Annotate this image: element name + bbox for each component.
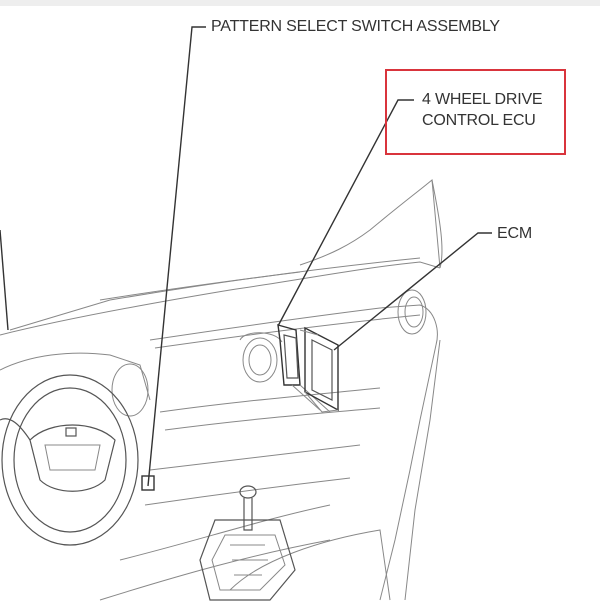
four-wheel-drive-label-line1: 4 WHEEL DRIVE — [422, 91, 543, 108]
shift-lever — [199, 485, 296, 601]
leader-lines — [0, 26, 492, 487]
steering-wheel — [0, 374, 139, 546]
ecm-label: ECM — [497, 225, 532, 242]
pattern-select-switch-part — [141, 475, 155, 491]
four-wheel-drive-ecu-part — [277, 324, 331, 413]
four-wheel-drive-highlight-box — [385, 69, 566, 155]
pattern-select-switch-label: PATTERN SELECT SWITCH ASSEMBLY — [211, 18, 500, 35]
center-vent — [239, 332, 283, 383]
instrument-hood — [0, 352, 151, 417]
right-vent — [397, 289, 427, 335]
dashboard-outline — [0, 179, 443, 601]
four-wheel-drive-label-line2: CONTROL ECU — [422, 112, 536, 129]
top-strip — [0, 0, 600, 6]
ecm-part — [299, 326, 339, 413]
